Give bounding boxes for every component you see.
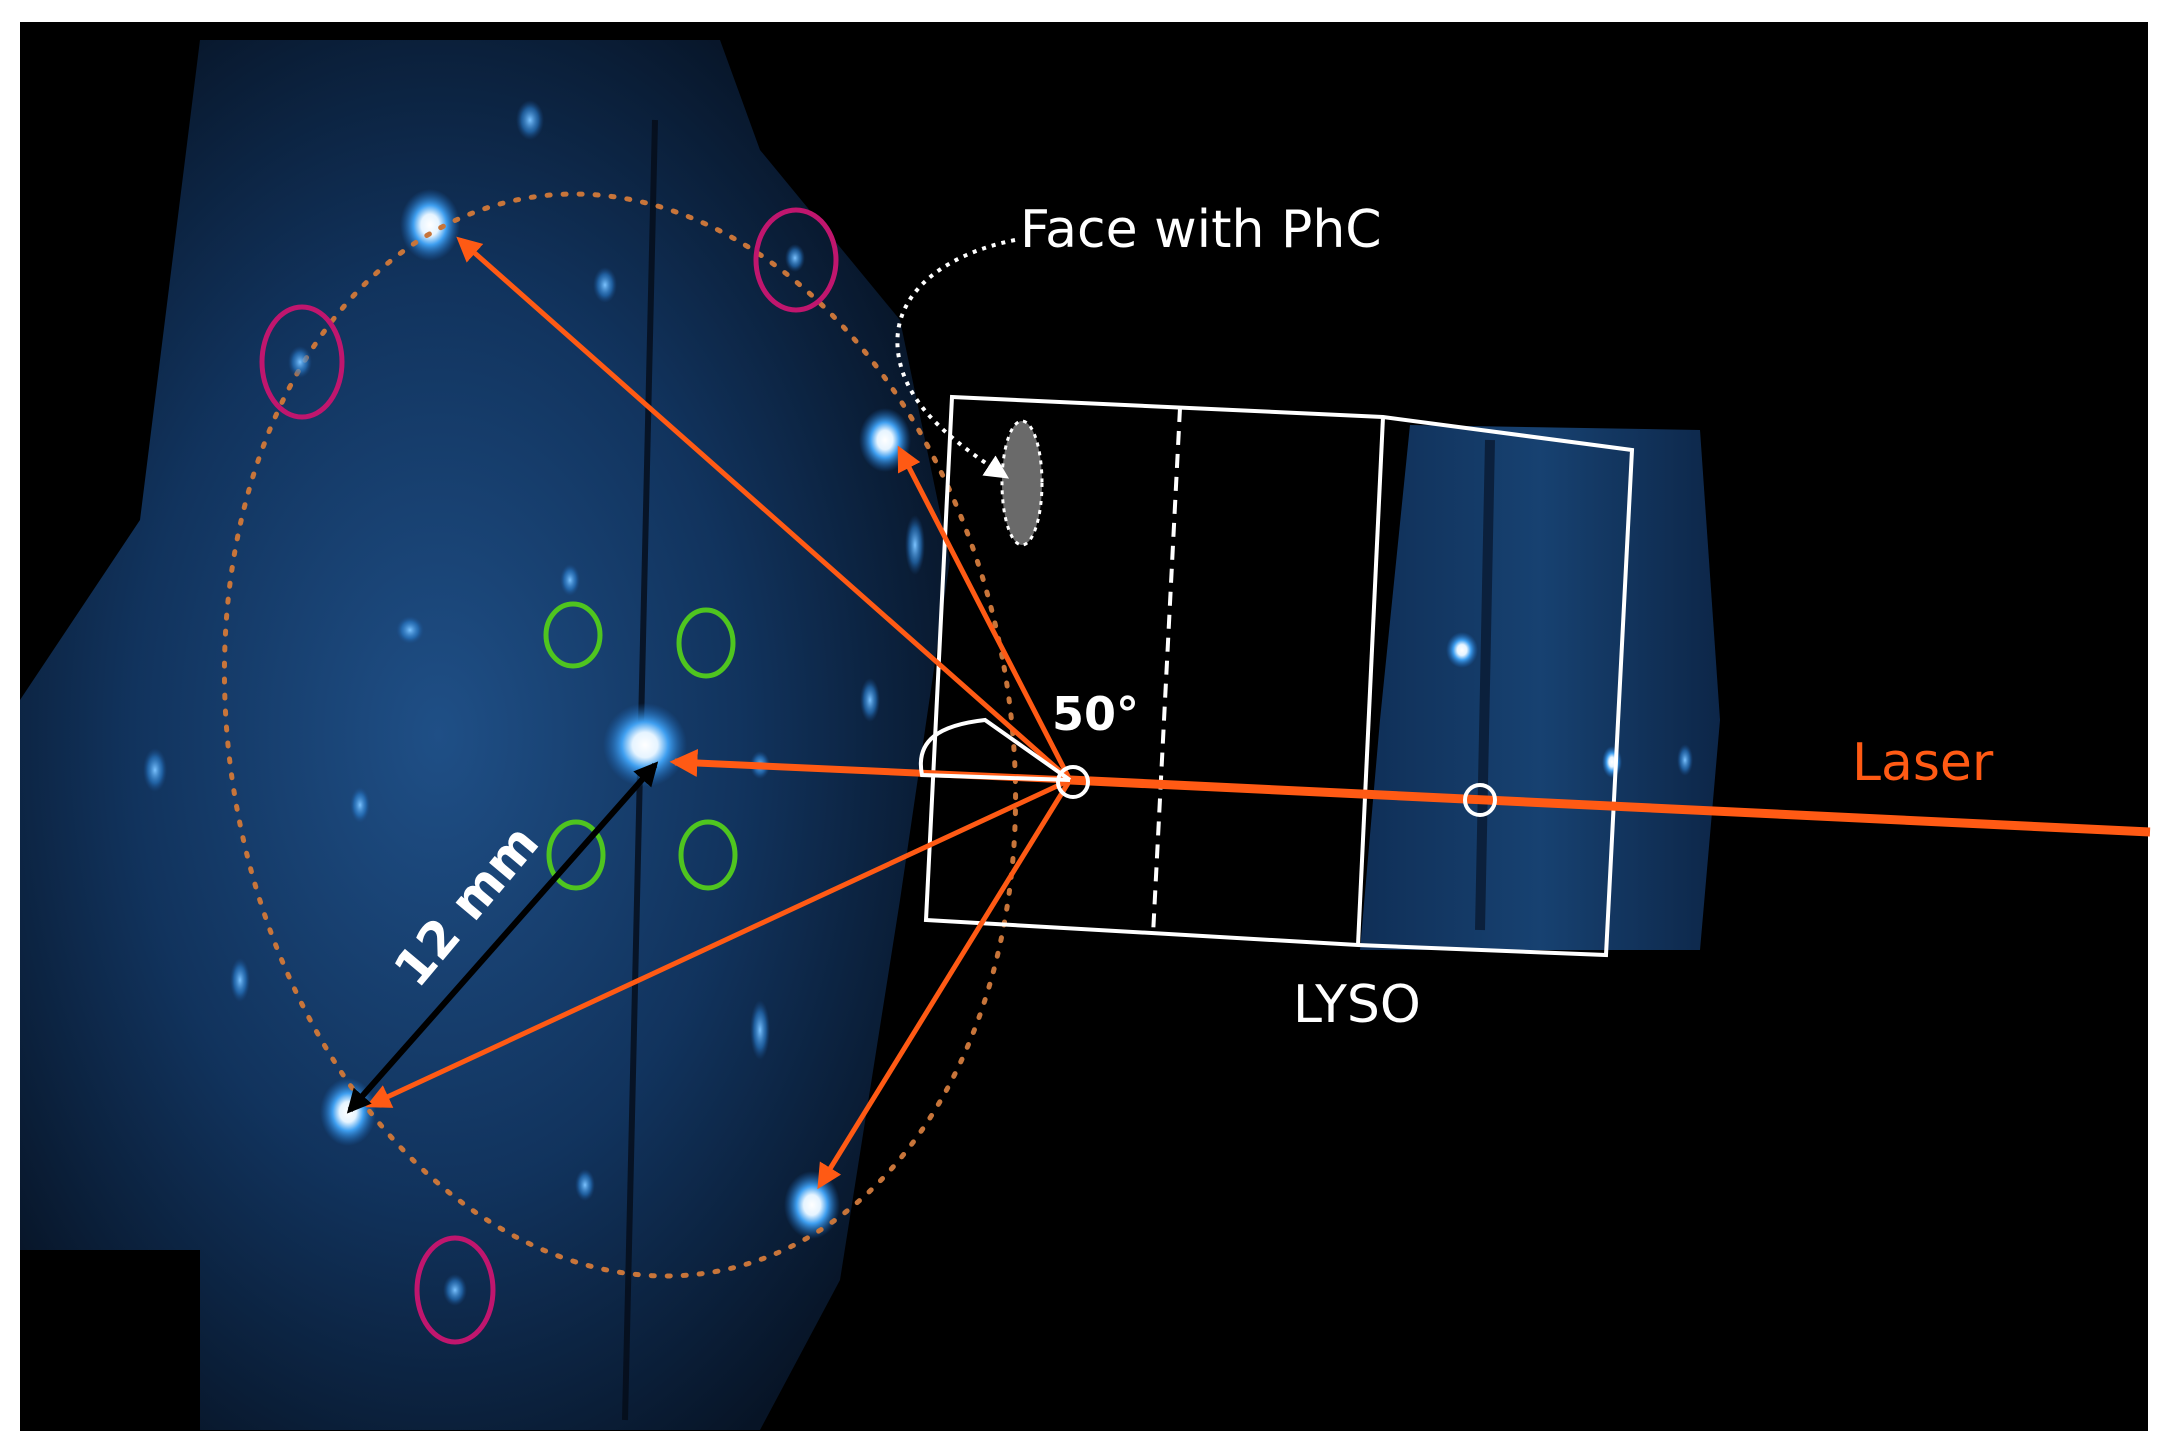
crystal-glow-region [1360, 425, 1720, 950]
laser-beam-main [1069, 775, 2151, 837]
bright-spot-lower-right [784, 1171, 840, 1239]
magenta-marker-left [259, 304, 345, 420]
arrow-top-left [456, 236, 1072, 782]
green-marker-top-left [543, 601, 603, 669]
label-laser: Laser [1852, 733, 1994, 793]
arrow-lower-right [817, 778, 1073, 1190]
lyso-crystal-outline [923, 394, 1635, 958]
label-face-with-phc: Face with PhC [1020, 200, 1382, 260]
magenta-marker-top [753, 207, 839, 313]
green-marker-top-right [676, 607, 736, 679]
phc-callout-arrow [895, 238, 1016, 479]
phc-face-marker [1000, 419, 1044, 547]
magenta-marker-bottom [414, 1235, 496, 1345]
magenta-markers [259, 207, 839, 1345]
label-lyso: LYSO [1293, 975, 1421, 1035]
distance-arrow [346, 761, 659, 1114]
green-marker-bottom-right [678, 819, 738, 891]
dotted-diffraction-ring [221, 191, 1019, 1279]
beam-origin-marker [1056, 765, 1090, 799]
bright-spot-crystal [1446, 632, 1478, 668]
angle-arc [918, 717, 1072, 782]
bright-spot-top-left [400, 189, 460, 261]
bright-spot-crystal-edge [1602, 746, 1622, 778]
screen-glow-region [20, 40, 950, 1430]
crystal-seam [1475, 439, 1495, 931]
label-angle: 50° [1052, 687, 1139, 741]
arrow-upper-right [897, 445, 1073, 782]
bright-spot-upper-right [859, 408, 911, 472]
beam-entry-marker [1463, 783, 1497, 817]
